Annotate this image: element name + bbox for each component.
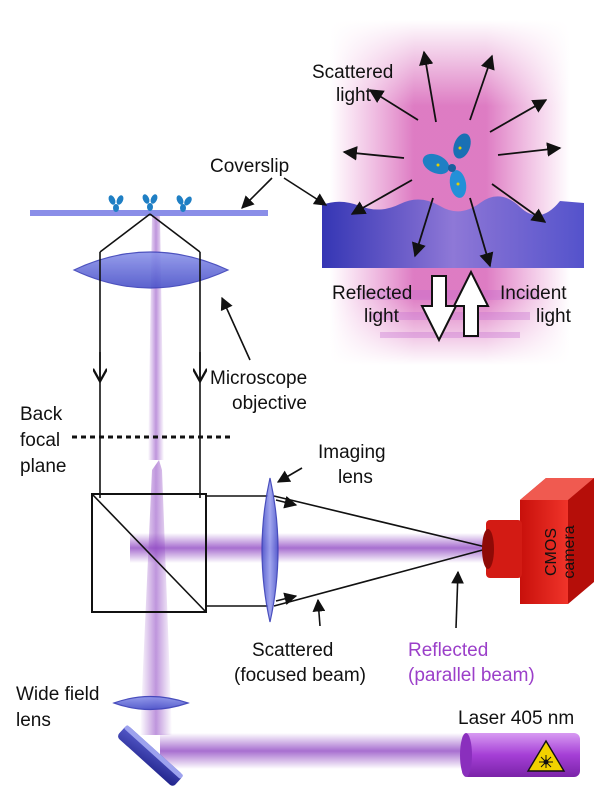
microscope-objective-label-2: objective — [232, 393, 307, 414]
mirror — [118, 725, 183, 786]
camera-label-2: camera — [561, 525, 578, 578]
imaging-lens-label-1: Imaging — [318, 442, 386, 463]
objective-pointer — [220, 296, 251, 361]
imaging-lens-pointer — [276, 467, 303, 483]
scattered-beam-pointer — [312, 598, 326, 627]
laser-label: Laser 405 nm — [458, 708, 574, 729]
reflected-light-label-1: Reflected — [332, 283, 412, 304]
particles-on-coverslip — [108, 194, 192, 212]
scattered-beam-label-1: Scattered — [252, 640, 333, 661]
reflected-beam-pointer — [451, 570, 464, 629]
nanoparticle-icon — [422, 133, 471, 198]
cmos-camera: CMOS camera — [482, 478, 594, 604]
wide-field-lens — [112, 695, 190, 711]
wide-field-lens-label-1: Wide field — [16, 684, 99, 705]
coverslip-label: Coverslip — [210, 156, 289, 177]
incident-light-arrow — [452, 269, 490, 337]
coverslip-pointers — [241, 177, 328, 209]
reflected-parallel-beam — [130, 533, 490, 563]
reflected-beam-label-1: Reflected — [408, 640, 488, 661]
reflected-beam-label-2: (parallel beam) — [408, 665, 535, 686]
back-focal-plane-label-2: focal — [20, 430, 60, 451]
scattered-light-label-2: light — [336, 85, 372, 106]
microscope-objective — [72, 251, 230, 289]
laser-source — [460, 733, 580, 777]
coverslip-left — [30, 194, 268, 216]
scattered-beam-label-2: (focused beam) — [234, 665, 366, 686]
laser-hazard-icon — [526, 739, 566, 772]
scattered-rays — [100, 213, 491, 607]
back-focal-plane-label-1: Back — [20, 404, 63, 425]
back-focal-plane-label-3: plane — [20, 456, 67, 477]
imaging-lens-label-2: lens — [338, 467, 373, 488]
microscope-objective-label-1: Microscope — [210, 368, 307, 389]
beam-splitter — [91, 493, 207, 613]
camera-label-1: CMOS — [543, 528, 560, 576]
incident-light-label-2: light — [536, 306, 572, 327]
reflected-light-label-2: light — [364, 306, 400, 327]
coverslip-glass — [30, 210, 268, 216]
scattered-light-label-1: Scattered — [312, 62, 393, 83]
wide-field-lens-label-2: lens — [16, 710, 51, 731]
imaging-lens — [261, 477, 279, 623]
scattered-light-arrows — [342, 50, 562, 268]
coverslip-surface — [322, 196, 584, 268]
vertical-beam-lower — [140, 460, 172, 735]
incident-light-label-1: Incident — [500, 283, 567, 304]
reflected-light-arrow — [420, 275, 458, 343]
scattering-inset: Scattered light Reflected light Incident… — [312, 20, 584, 365]
laser-beams — [130, 216, 490, 769]
horizontal-laser-beam — [160, 733, 465, 769]
